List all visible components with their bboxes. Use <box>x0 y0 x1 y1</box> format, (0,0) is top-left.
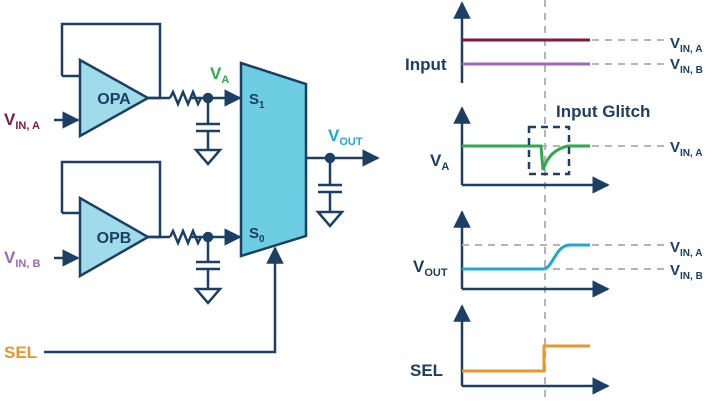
vout-level-b-label: VIN, B <box>670 262 703 282</box>
capacitor-out <box>318 158 342 212</box>
s1-label: S1 <box>249 91 265 111</box>
resistor-b <box>168 227 203 247</box>
opa-triangle <box>78 57 151 139</box>
circuit-labels: OPA OPB VIN, A VIN, B VA VOUT S1 S0 SEL <box>4 64 363 362</box>
resistor-a <box>168 88 203 108</box>
waveform-labels: Input VA VOUT SEL Input Glitch VIN, A VI… <box>405 35 703 380</box>
vout-label: VOUT <box>328 126 363 148</box>
circuit-schematic <box>44 22 380 354</box>
capacitor-b <box>196 237 220 289</box>
sel-wire <box>44 246 284 354</box>
opb-triangle <box>78 195 151 279</box>
sel-trace <box>462 344 590 373</box>
vout-plot-label: VOUT <box>413 257 448 279</box>
vout-trace <box>462 243 590 271</box>
ground-b-icon <box>193 287 223 305</box>
multiplexer <box>44 61 380 354</box>
mux-body <box>239 61 308 258</box>
ground-a-icon <box>193 148 223 166</box>
input-glitch-annotation: Input Glitch <box>556 102 650 121</box>
capacitor-a <box>196 98 220 150</box>
sel-label: SEL <box>4 343 37 362</box>
vin-a-label: VIN, A <box>4 110 40 132</box>
vout-level-a-label: VIN, A <box>670 239 702 259</box>
glitch-highlight-box <box>527 125 571 176</box>
opb-buffer <box>54 160 242 305</box>
sel-waveform-plot <box>453 304 610 395</box>
opb-label: OPB <box>97 230 132 247</box>
input-plot-label: Input <box>405 55 447 74</box>
va-trace <box>462 144 590 171</box>
vout-waveform-plot <box>453 210 665 298</box>
s0-label: S0 <box>249 225 265 245</box>
sel-plot-label: SEL <box>410 361 443 380</box>
opa-buffer <box>54 22 242 166</box>
ground-out-icon <box>315 210 345 228</box>
vin-b-label: VIN, B <box>4 248 40 270</box>
opa-label: OPA <box>97 91 131 108</box>
input-level-b-label: VIN, B <box>670 56 703 76</box>
va-label: VA <box>210 64 229 86</box>
va-waveform-plot <box>453 106 665 194</box>
input-level-a-label: VIN, A <box>670 35 702 55</box>
va-plot-label: VA <box>430 151 449 173</box>
va-level-a-label: VIN, A <box>670 139 702 159</box>
input-waveform-plot <box>453 1 665 83</box>
